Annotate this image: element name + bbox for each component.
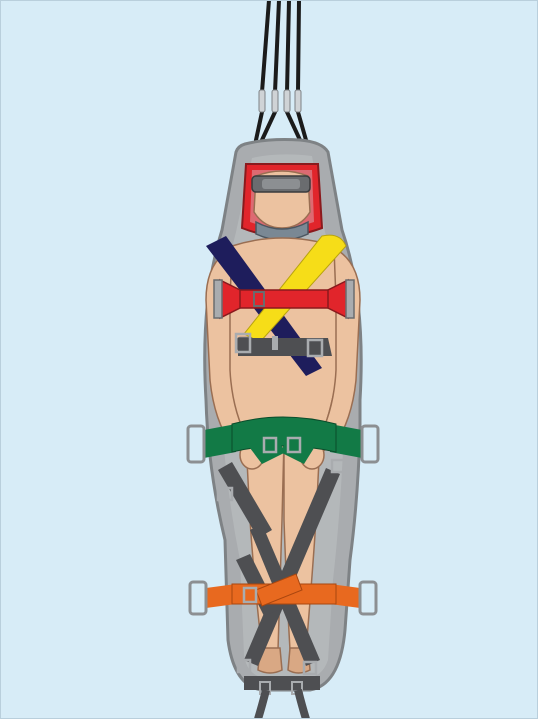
goggles-lens	[262, 179, 300, 189]
